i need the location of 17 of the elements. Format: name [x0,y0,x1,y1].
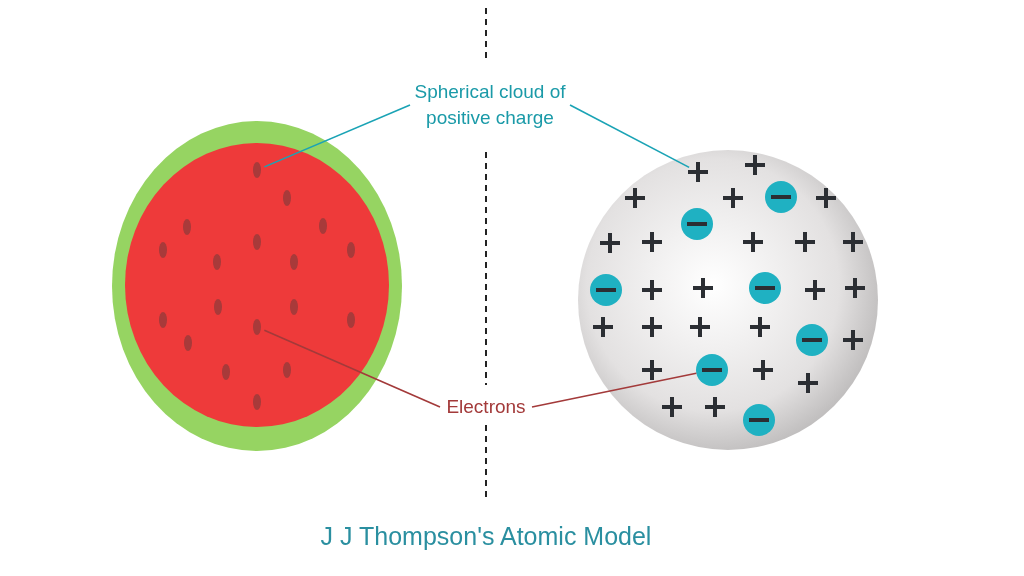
leader-line [569,104,690,169]
callout-label: Spherical cloud of positive charge [410,78,570,132]
seed [253,319,261,335]
electron-circle [796,324,828,356]
electron-circle [681,208,713,240]
electron-circle [749,272,781,304]
leader-line [263,104,411,168]
leader-line [531,372,698,408]
electron-circle [765,181,797,213]
electron-circle [590,274,622,306]
plus-sign [686,160,710,184]
leader-line [263,329,441,408]
electron-circle [696,354,728,386]
callout-label: Electrons [440,394,532,420]
seed [253,162,261,178]
diagram-title: J J Thompson's Atomic Model [319,521,653,552]
electron-circle [743,404,775,436]
